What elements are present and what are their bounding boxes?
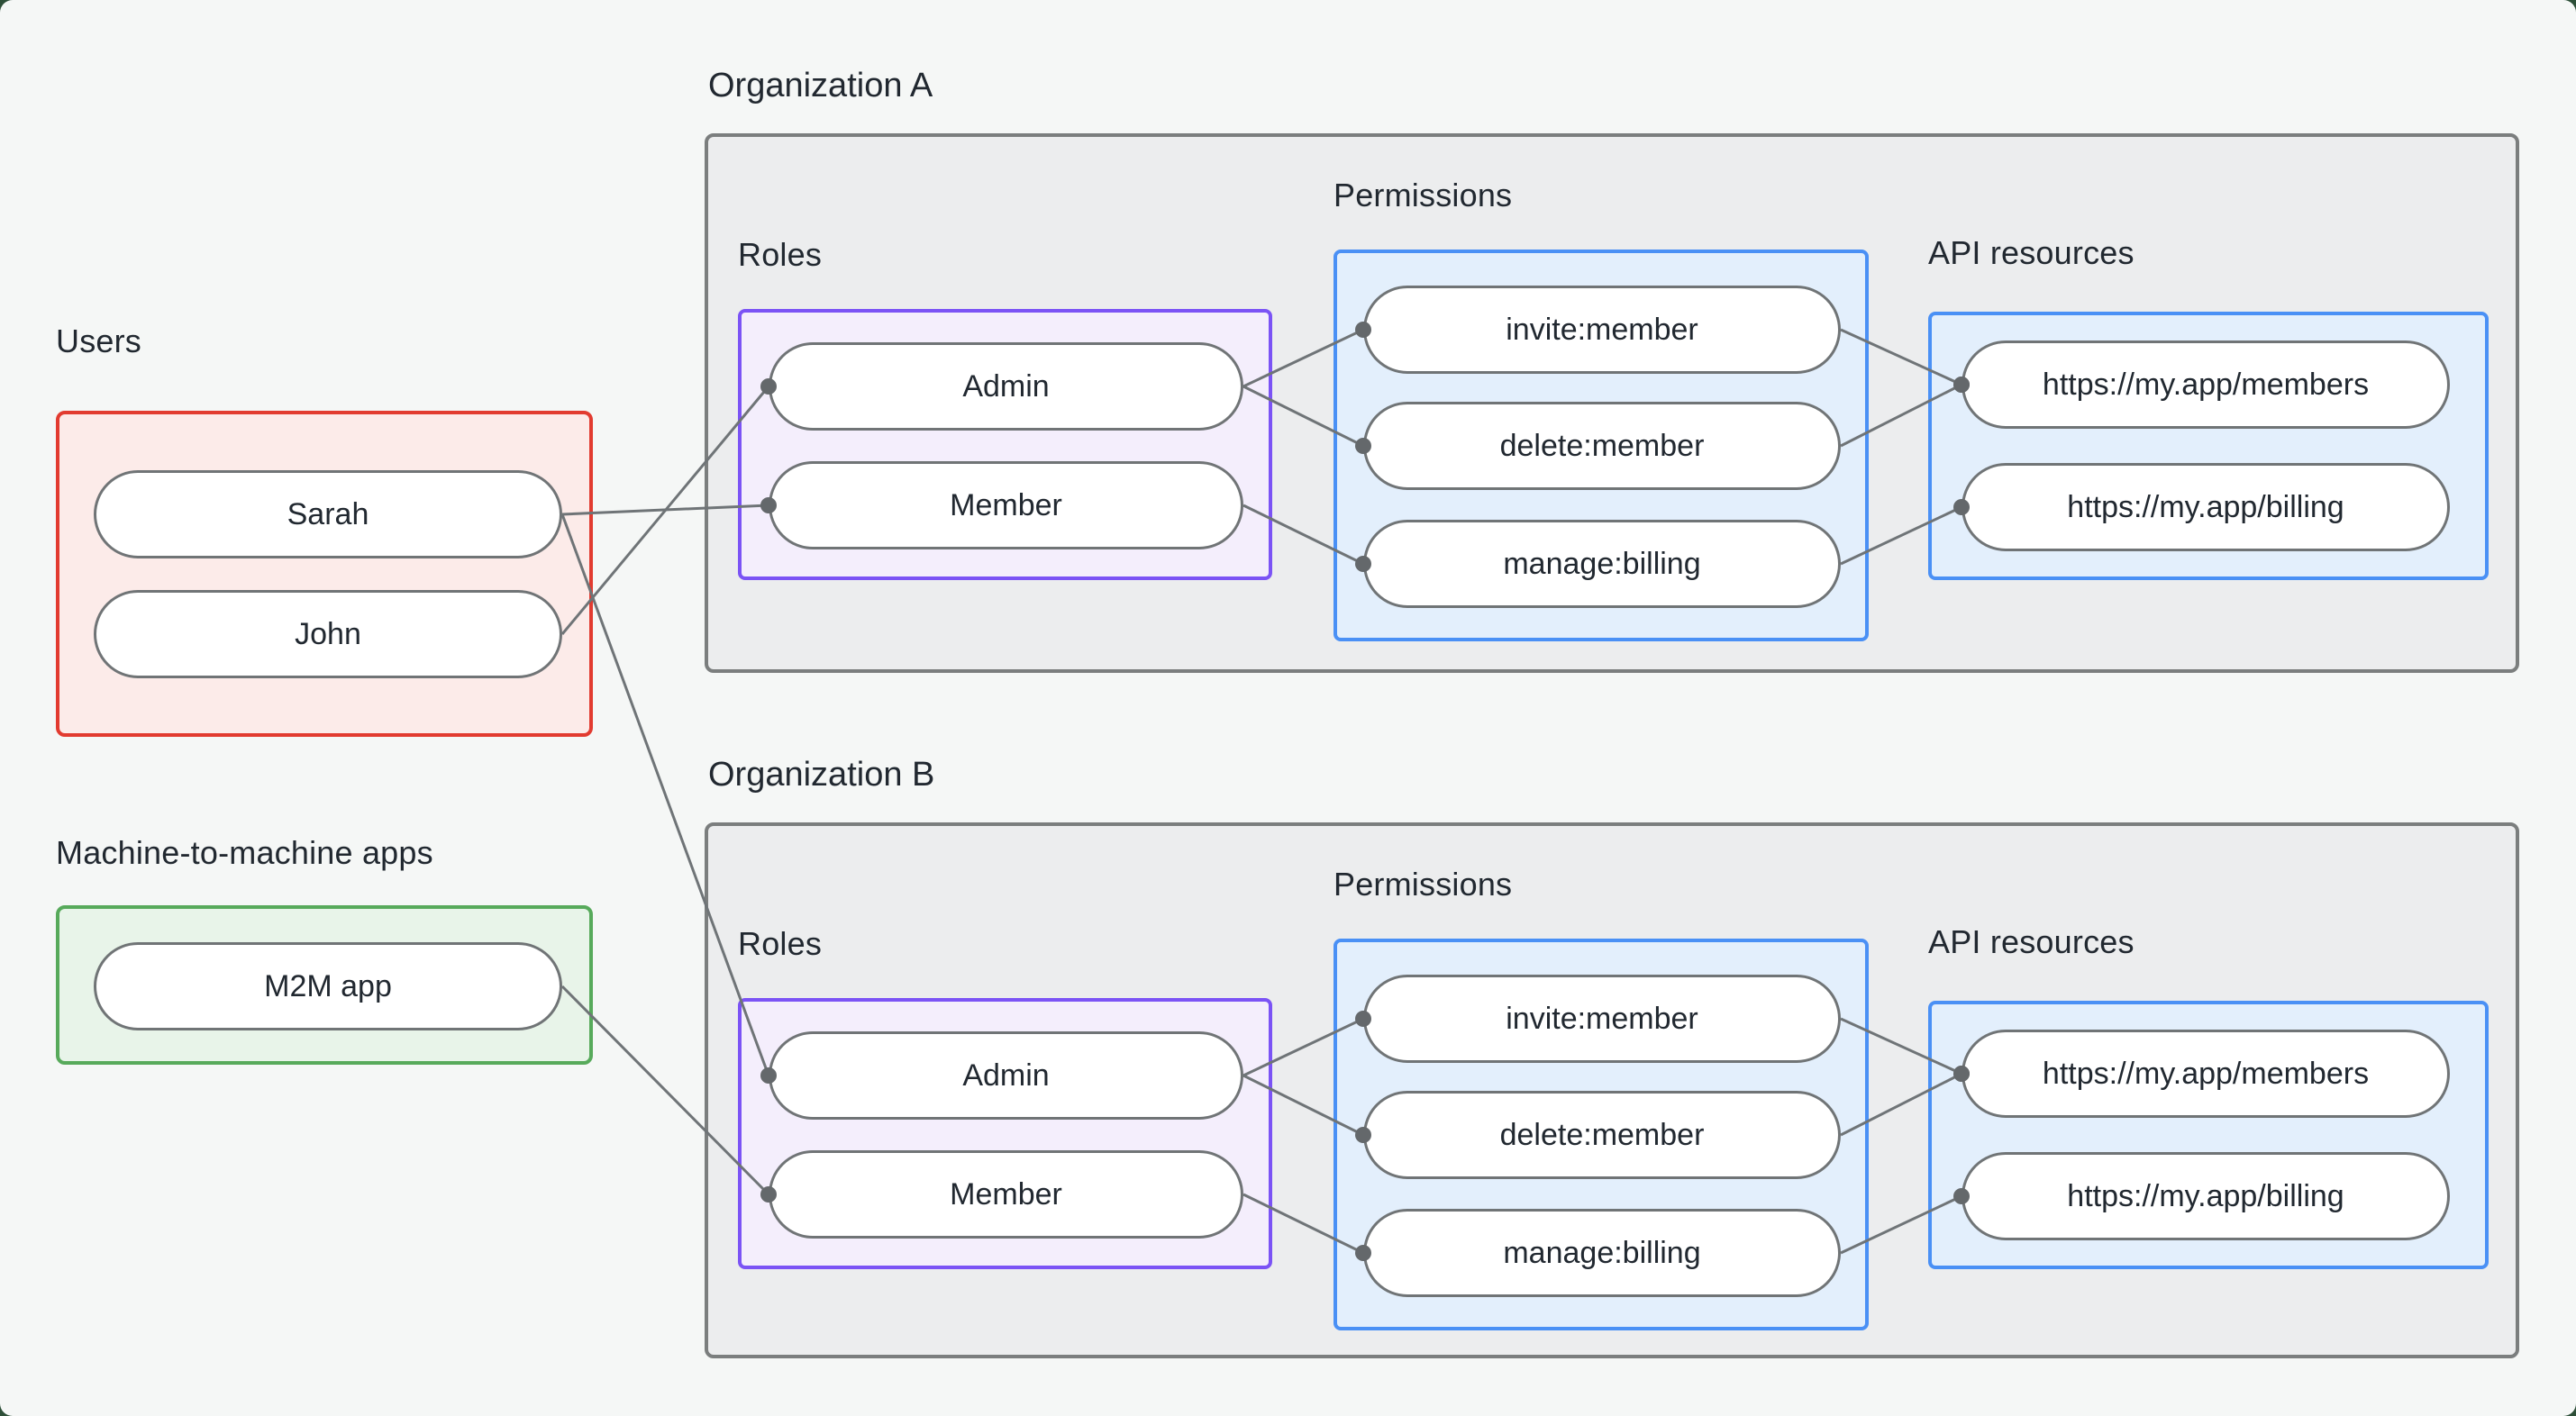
- api-resource-node-label: https://my.app/members: [2042, 367, 2370, 402]
- permission-node-invite-member: invite:member: [1363, 286, 1841, 374]
- permission-node-delete-member: delete:member: [1363, 1091, 1841, 1179]
- permission-node-label: manage:billing: [1503, 1235, 1701, 1270]
- api-resource-node-members: https://my.app/members: [1962, 340, 2450, 429]
- api-resource-node-billing: https://my.app/billing: [1962, 1152, 2450, 1240]
- role-node-admin: Admin: [769, 1031, 1243, 1120]
- organization-b-box: Organization B Roles Admin Member Permis…: [705, 756, 2519, 1358]
- org-a-api-resources-box: https://my.app/members https://my.app/bi…: [1928, 312, 2489, 580]
- role-node-label: Member: [950, 487, 1062, 522]
- role-node-label: Admin: [962, 1057, 1050, 1093]
- api-resource-node-label: https://my.app/billing: [2067, 1178, 2344, 1213]
- organization-b-title: Organization B: [708, 756, 935, 794]
- org-b-permissions-box: invite:member delete:member manage:billi…: [1334, 939, 1869, 1330]
- api-resource-node-label: https://my.app/billing: [2067, 489, 2344, 524]
- permission-node-label: delete:member: [1499, 1117, 1705, 1152]
- org-a-api-resources-label: API resources: [1928, 234, 2135, 271]
- org-a-roles-label: Roles: [738, 236, 823, 273]
- org-a-permissions-label: Permissions: [1334, 177, 1513, 213]
- api-resource-node-label: https://my.app/members: [2042, 1056, 2370, 1091]
- users-section-label: Users: [56, 322, 142, 359]
- organization-a-title: Organization A: [708, 67, 933, 104]
- role-node-admin: Admin: [769, 342, 1243, 431]
- user-node-label: Sarah: [287, 496, 369, 531]
- permission-node-delete-member: delete:member: [1363, 402, 1841, 490]
- api-resource-node-billing: https://my.app/billing: [1962, 463, 2450, 551]
- permission-node-invite-member: invite:member: [1363, 975, 1841, 1063]
- user-node-sarah: Sarah: [94, 470, 562, 558]
- org-b-permissions-label: Permissions: [1334, 866, 1513, 903]
- permission-node-manage-billing: manage:billing: [1363, 1209, 1841, 1297]
- m2m-app-node-label: M2M app: [264, 968, 392, 1003]
- users-group-box: Sarah John: [56, 411, 593, 737]
- permission-node-manage-billing: manage:billing: [1363, 520, 1841, 608]
- role-node-member: Member: [769, 461, 1243, 549]
- permission-node-label: delete:member: [1499, 428, 1705, 463]
- role-node-label: Member: [950, 1176, 1062, 1212]
- m2m-app-node: M2M app: [94, 942, 562, 1030]
- org-a-permissions-box: invite:member delete:member manage:billi…: [1334, 250, 1869, 641]
- permission-node-label: invite:member: [1506, 1001, 1698, 1036]
- api-resource-node-members: https://my.app/members: [1962, 1030, 2450, 1118]
- org-b-roles-box: Admin Member: [738, 998, 1272, 1269]
- org-b-api-resources-box: https://my.app/members https://my.app/bi…: [1928, 1001, 2489, 1269]
- user-node-john: John: [94, 590, 562, 678]
- user-node-label: John: [295, 616, 361, 651]
- role-node-member: Member: [769, 1150, 1243, 1239]
- role-node-label: Admin: [962, 368, 1050, 404]
- organization-a-box: Organization A Roles Admin Member Permis…: [705, 67, 2519, 673]
- permission-node-label: invite:member: [1506, 312, 1698, 347]
- m2m-group-box: M2M app: [56, 905, 593, 1065]
- m2m-section-label: Machine-to-machine apps: [56, 834, 433, 871]
- org-b-api-resources-label: API resources: [1928, 923, 2135, 960]
- org-b-roles-label: Roles: [738, 925, 823, 962]
- org-a-roles-box: Admin Member: [738, 309, 1272, 580]
- permission-node-label: manage:billing: [1503, 546, 1701, 581]
